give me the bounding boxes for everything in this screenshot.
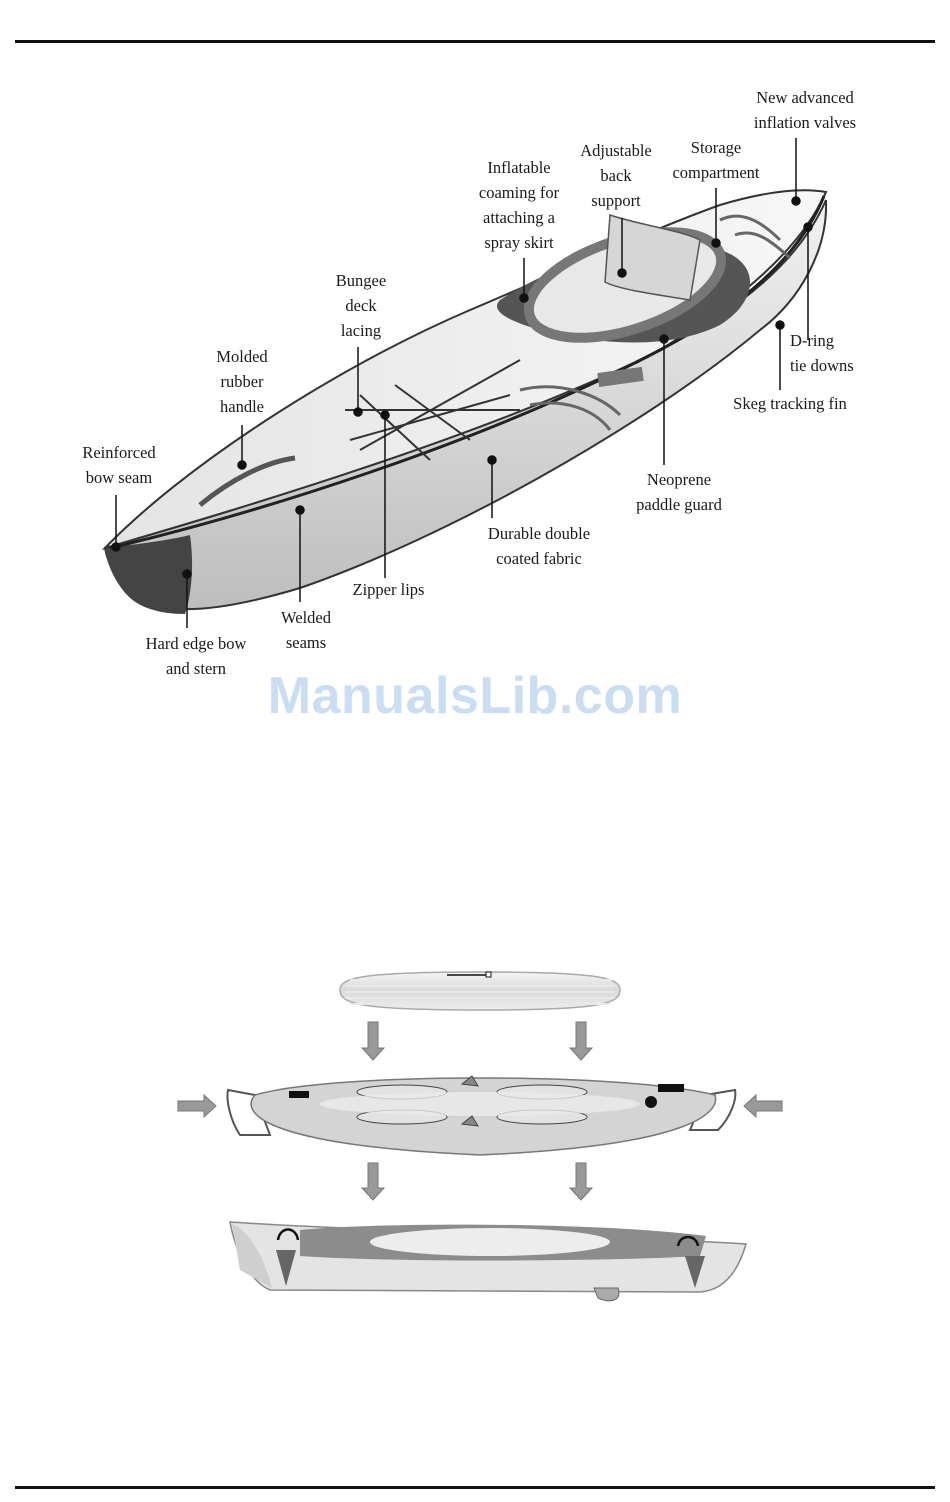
label-fabric: Durable double coated fabric	[487, 524, 591, 568]
kayak-illustration	[101, 138, 828, 628]
label-skeg: Skeg tracking fin	[733, 394, 847, 413]
label-hard-edge: Hard edge bow and stern	[145, 634, 247, 678]
deck-logo-patch	[597, 366, 644, 387]
label-neoprene: Neoprene paddle guard	[636, 470, 722, 514]
watermark: ManualsLib.com	[267, 667, 683, 725]
label-welded-seams: Welded seams	[281, 608, 331, 652]
kayak-bow	[105, 535, 193, 614]
assembled-kayak	[229, 1221, 747, 1302]
bow-handle	[198, 455, 296, 507]
label-inflation-valves: New advanced inflation valves	[753, 88, 857, 132]
bungee-lacing	[345, 359, 521, 461]
down-arrows-bottom	[360, 1162, 594, 1201]
label-storage-compartment: Storage compartment	[672, 138, 760, 182]
label-d-ring: D-ring tie downs	[790, 331, 854, 375]
deck-graphics	[519, 214, 792, 431]
label-bow-seam: Reinforced bow seam	[82, 443, 156, 487]
label-back-support: Adjustable back support	[580, 141, 652, 210]
down-arrows-top	[360, 1021, 594, 1061]
side-arrows	[177, 1093, 783, 1119]
floor-pad	[339, 971, 621, 1011]
label-bungee-lacing: Bungee deck lacing	[335, 271, 387, 340]
back-support	[604, 213, 701, 301]
label-coaming: Inflatable coaming for attaching a spray…	[478, 158, 560, 252]
kayak-seam-line	[109, 195, 826, 550]
air-bladder	[226, 1075, 737, 1156]
top-rule	[15, 40, 935, 43]
label-zipper: Zipper lips	[352, 580, 425, 599]
bottom-rule	[15, 1486, 935, 1489]
label-handle: Molded rubber handle	[216, 347, 268, 416]
